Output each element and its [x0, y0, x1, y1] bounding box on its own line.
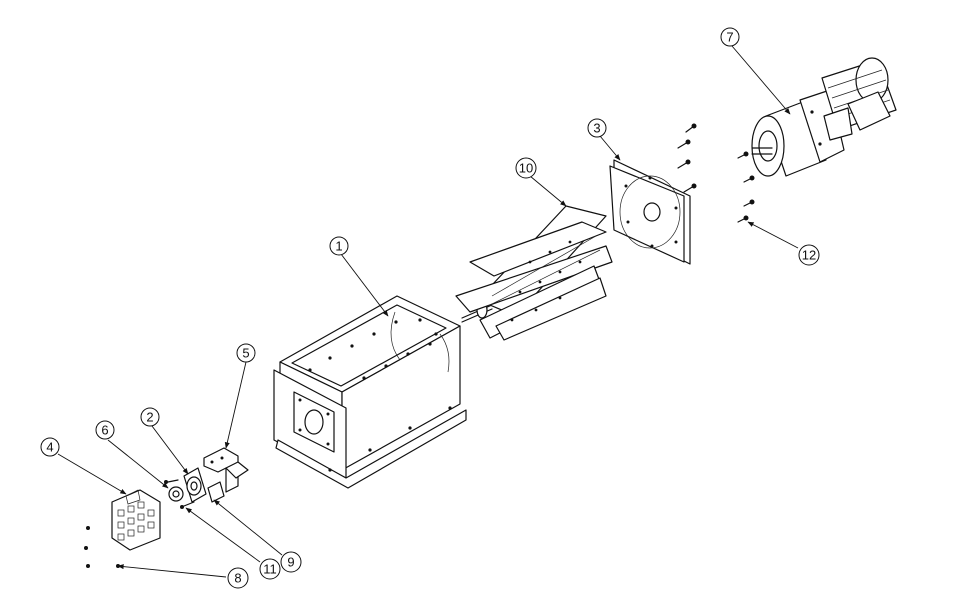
callout-3-label: 3	[593, 121, 600, 136]
rotor-part	[455, 205, 613, 341]
callout-2-label: 2	[146, 410, 153, 425]
callout-10: 10	[515, 157, 537, 179]
callout-7-label: 7	[726, 30, 733, 45]
callout-5-label: 5	[242, 346, 249, 361]
callout-4: 4	[40, 437, 60, 457]
callout-1: 1	[329, 236, 349, 256]
bearing-assembly	[164, 467, 225, 509]
callout-5: 5	[236, 343, 256, 363]
motor-bolts	[737, 151, 755, 223]
plate-bolts	[677, 123, 697, 193]
callout-3: 3	[587, 118, 607, 138]
end-plate-part	[609, 159, 691, 265]
gear-motor-part	[751, 57, 897, 177]
callout-9-label: 9	[287, 555, 294, 570]
callout-12-label: 12	[802, 248, 816, 263]
housing-part	[273, 295, 467, 489]
callout-8-label: 8	[234, 571, 241, 586]
guard-part	[111, 489, 161, 551]
callout-1-label: 1	[335, 239, 342, 254]
callout-11-label: 11	[263, 562, 277, 577]
callout-11: 11	[259, 558, 281, 580]
leader-lines	[57, 45, 799, 578]
bracket-part	[203, 447, 249, 493]
callout-9: 9	[280, 551, 302, 573]
callout-6: 6	[95, 420, 115, 440]
callout-2: 2	[140, 407, 160, 427]
callout-8: 8	[227, 567, 249, 589]
callout-10-label: 10	[519, 161, 533, 176]
callout-12: 12	[798, 244, 820, 266]
callout-4-label: 4	[46, 440, 53, 455]
callout-7: 7	[720, 27, 740, 47]
callout-6-label: 6	[101, 423, 108, 438]
